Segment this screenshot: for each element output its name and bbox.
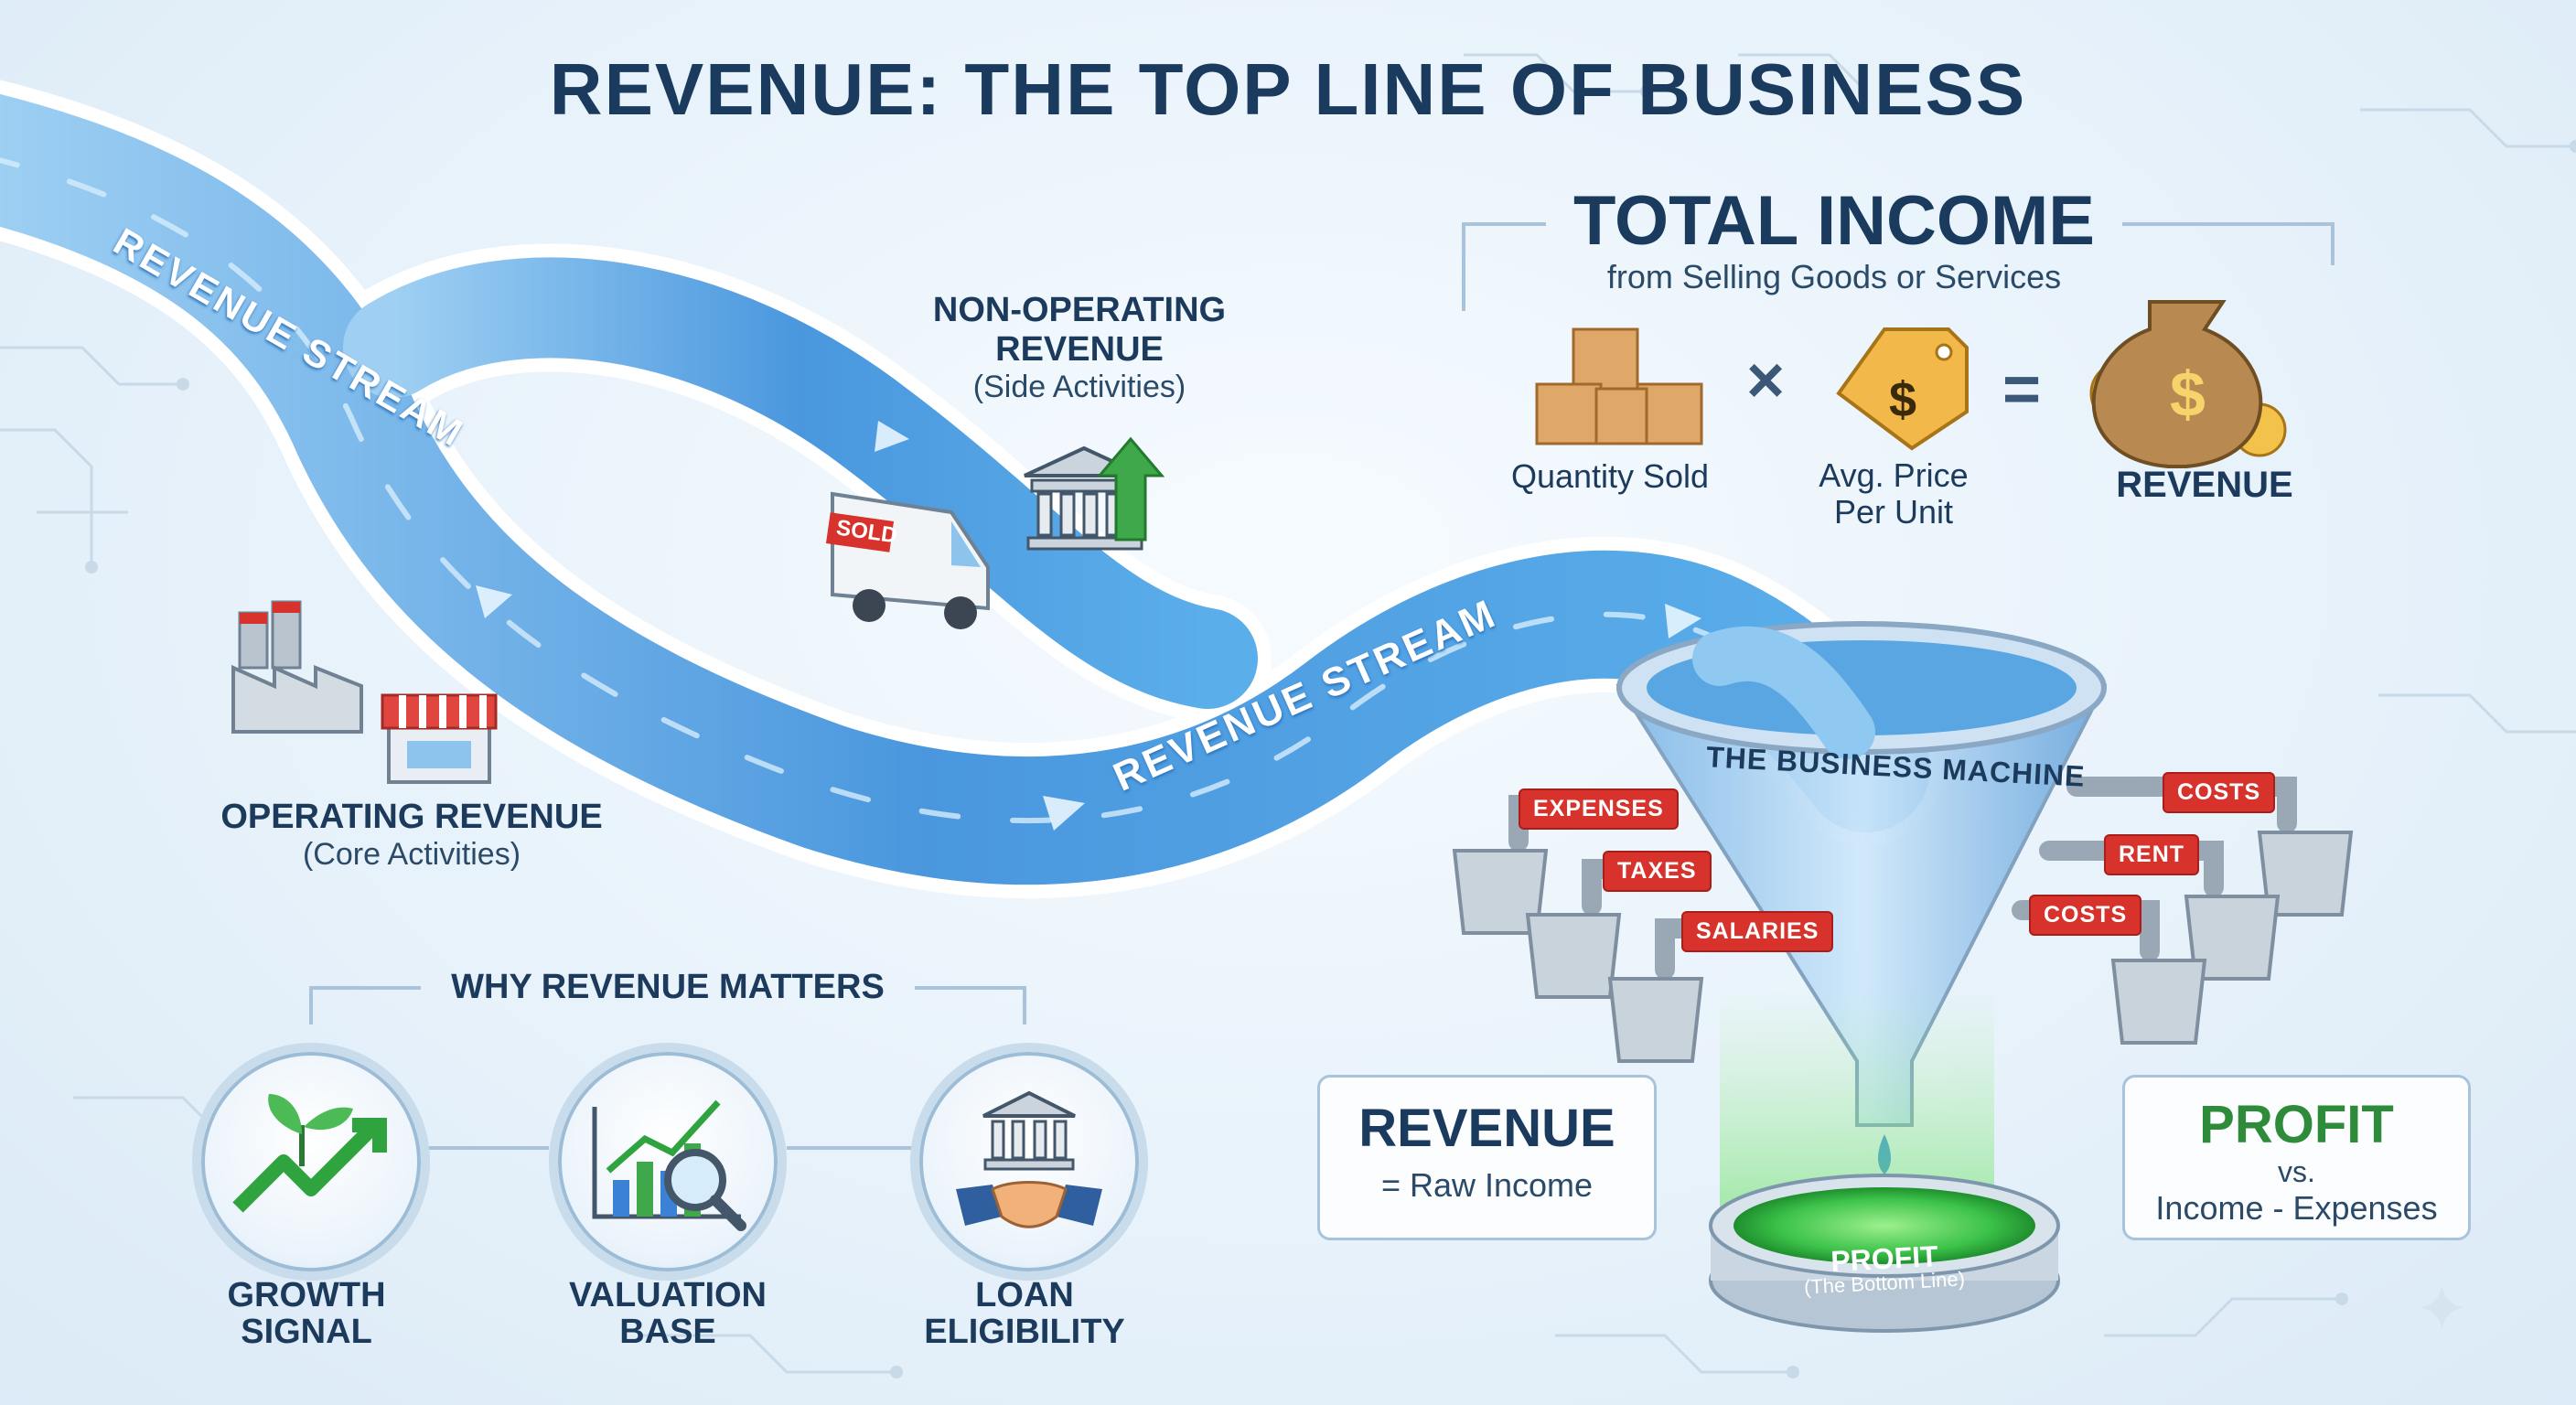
growth-signal-label: GROWTH SIGNAL	[169, 1277, 444, 1350]
result-revenue-label: REVENUE	[2116, 465, 2293, 505]
non-operating-title-2: REVENUE	[995, 330, 1164, 369]
pipe-tag-costs-1: COSTS	[2163, 772, 2276, 813]
why-revenue-title: WHY REVENUE MATTERS	[451, 968, 885, 1006]
profit-definition-box: PROFIT vs. Income - Expenses	[2122, 1075, 2471, 1240]
pipe-tag-expenses: EXPENSES	[1519, 788, 1679, 830]
revenue-box-title: REVENUE	[1358, 1099, 1615, 1158]
bucket-icon	[1452, 831, 2354, 1063]
boxes-icon	[1535, 327, 1703, 445]
pipe-tag-salaries: SALARIES	[1681, 911, 1834, 952]
quantity-sold-label: Quantity Sold	[1510, 457, 1710, 495]
pipe-tag-rent: RENT	[2104, 834, 2200, 875]
handshake-icon	[956, 1090, 1102, 1228]
flow-arrows	[476, 421, 1701, 831]
non-operating-title-1: NON-OPERATING	[932, 291, 1227, 329]
total-income-subtitle: from Selling Goods or Services	[1606, 258, 2062, 295]
page-title: REVENUE: THE TOP LINE OF BUSINESS	[549, 48, 2027, 130]
total-income-title: TOTAL INCOME	[1573, 182, 2095, 260]
revenue-definition-box: REVENUE = Raw Income	[1317, 1075, 1657, 1240]
factory-icon	[231, 600, 363, 734]
plant-growth-icon	[232, 1094, 387, 1213]
store-icon	[381, 693, 498, 784]
times-symbol: ×	[1745, 344, 1786, 417]
operating-subtitle: (Core Activities)	[302, 837, 521, 872]
revenue-box-subtitle: = Raw Income	[1380, 1166, 1594, 1204]
growth-signal-line2: SIGNAL	[241, 1313, 372, 1351]
sparkle-icon: ✦	[2415, 1273, 2469, 1345]
valuation-base-line2: BASE	[619, 1313, 716, 1351]
profit-box-title: PROFIT	[2199, 1095, 2394, 1154]
profit-glow	[1720, 988, 1994, 1207]
svg-text:$: $	[2170, 359, 2206, 430]
why-bracket	[309, 986, 1026, 1150]
non-operating-label: NON-OPERATING REVENUE (Side Activities)	[878, 291, 1281, 405]
profit-box-formula: Income - Expenses	[2155, 1189, 2438, 1227]
price-label-line1: Avg. Price	[1819, 456, 1969, 494]
valuation-base-label: VALUATION BASE	[531, 1277, 805, 1350]
total-income-bracket	[1462, 222, 2334, 311]
money-bag-icon: $	[2089, 300, 2287, 468]
non-operating-subtitle: (Side Activities)	[972, 370, 1186, 404]
price-label-line2: Per Unit	[1833, 493, 1954, 531]
price-label: Avg. Price Per Unit	[1775, 457, 2012, 531]
profit-pool	[1709, 1174, 2060, 1333]
operating-label: OPERATING REVENUE (Core Activities)	[165, 798, 659, 873]
loan-eligibility-circle	[910, 1043, 1148, 1281]
loan-eligibility-label: LOAN ELIGIBILITY	[887, 1277, 1162, 1350]
price-tag-icon: $	[1836, 327, 1969, 451]
equals-symbol: =	[2002, 353, 2042, 426]
operating-title: OPERATING REVENUE	[220, 798, 603, 836]
circuit-traces	[0, 53, 2576, 1374]
pipe-tag-taxes: TAXES	[1603, 851, 1712, 892]
funnel-icon	[1615, 621, 2108, 1174]
profit-box-vs: vs.	[2278, 1155, 2315, 1188]
pipe-tag-costs-2: COSTS	[2029, 895, 2142, 936]
van-icon	[825, 491, 990, 629]
valuation-base-line1: VALUATION	[568, 1276, 767, 1314]
chart-magnifier-icon	[592, 1099, 746, 1231]
bank-icon	[1024, 436, 1165, 551]
valuation-base-circle	[549, 1043, 787, 1281]
svg-text:$: $	[1889, 372, 1916, 427]
loan-eligibility-line1: LOAN	[975, 1276, 1074, 1314]
growth-signal-circle	[192, 1043, 430, 1281]
loan-eligibility-line2: ELIGIBILITY	[924, 1313, 1125, 1351]
growth-signal-line1: GROWTH	[227, 1276, 386, 1314]
